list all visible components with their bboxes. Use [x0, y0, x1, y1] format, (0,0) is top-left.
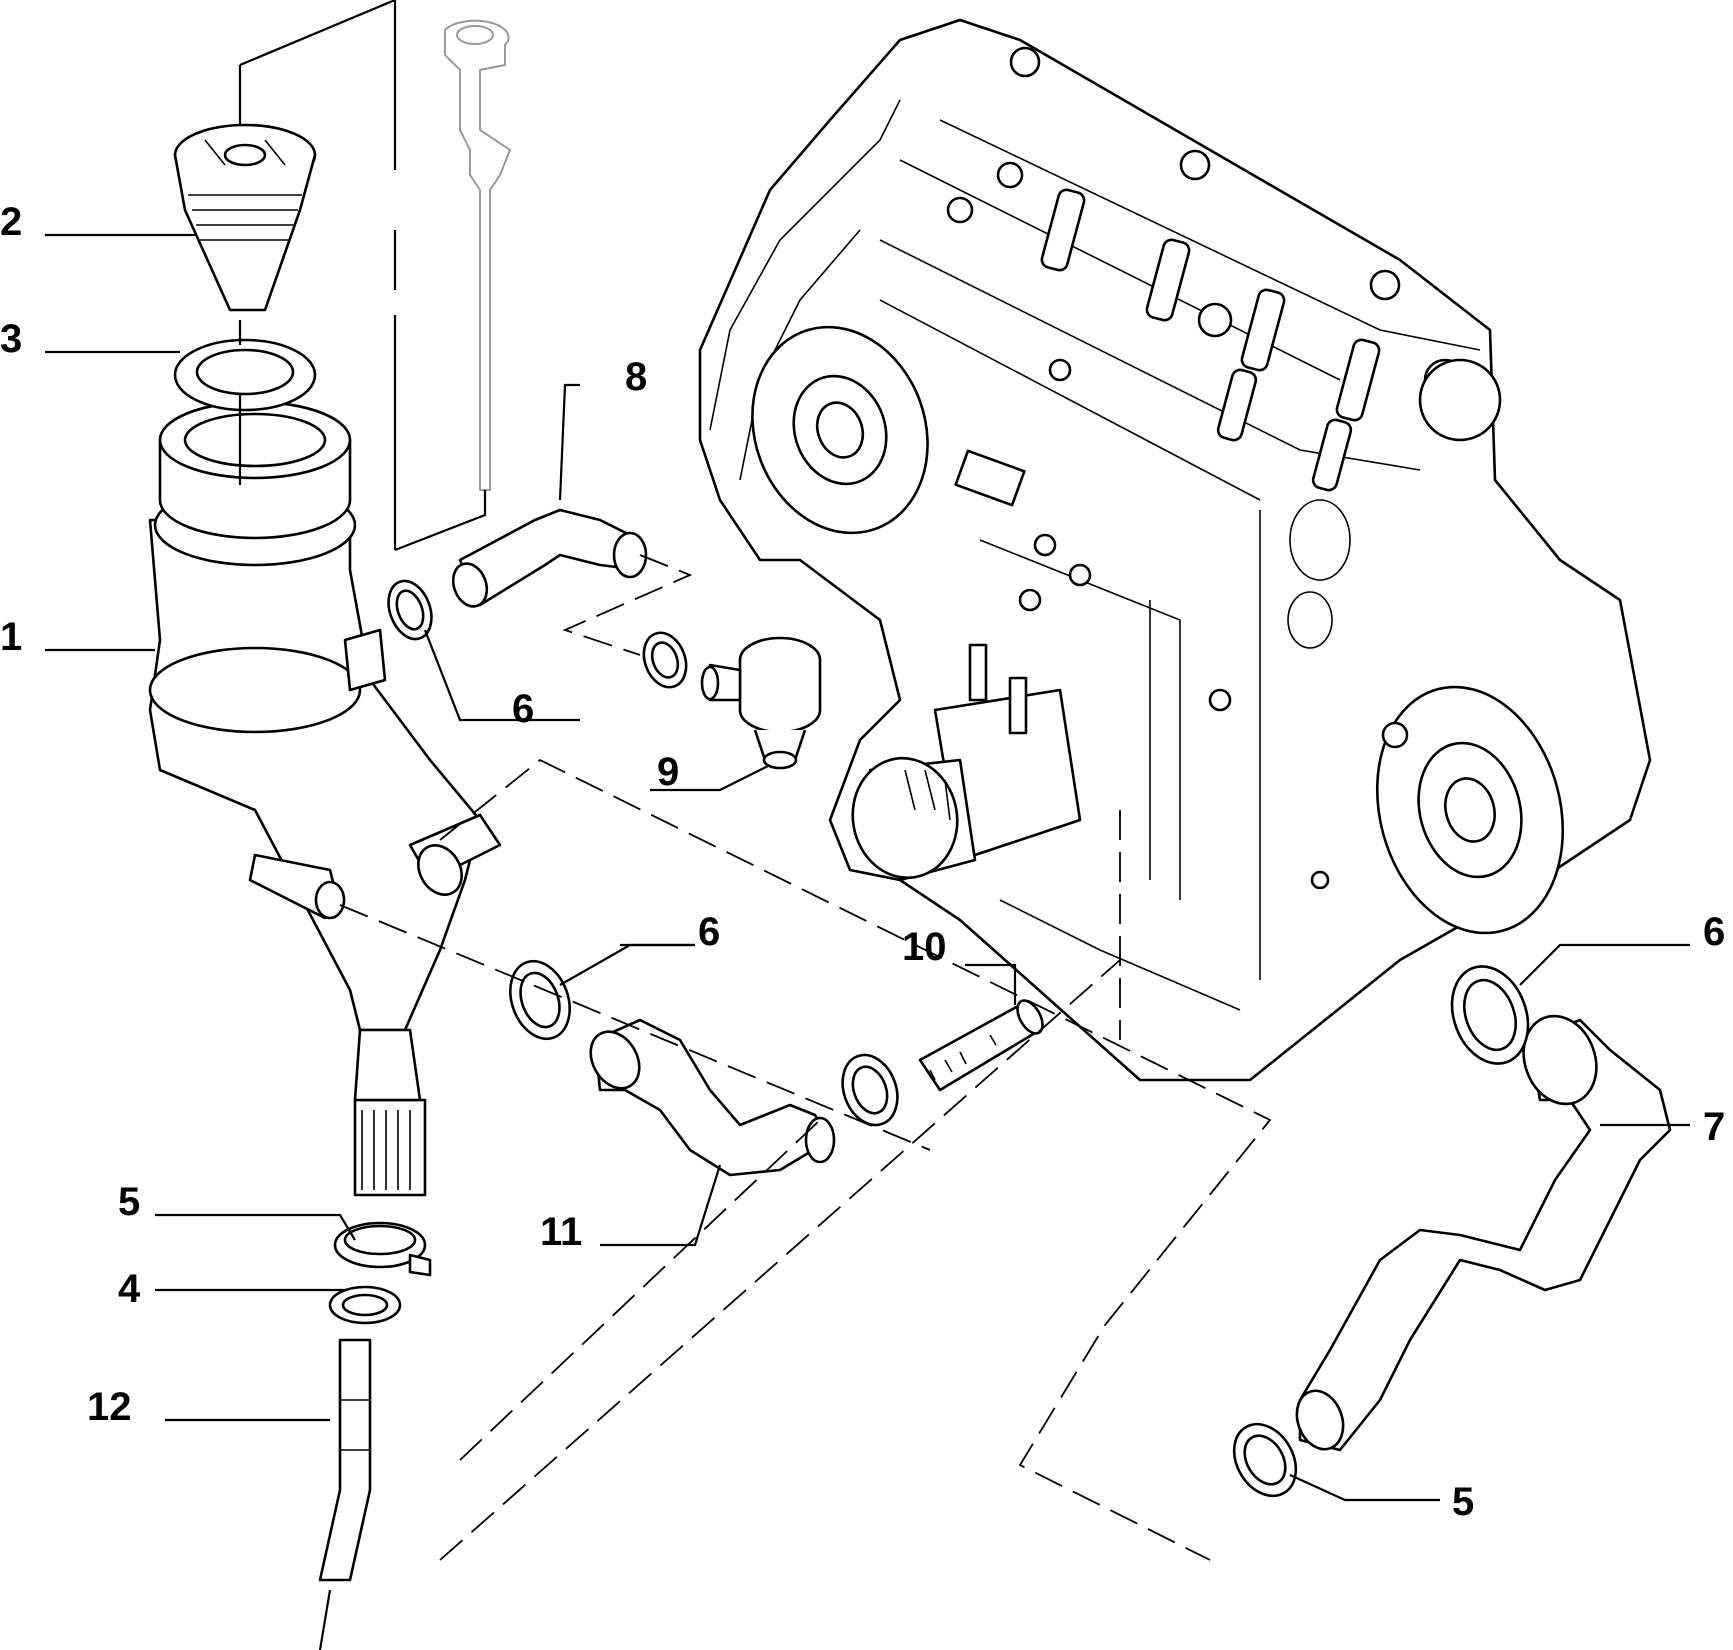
callout-1: 1 [0, 615, 22, 659]
callout-6-right: 6 [1703, 910, 1725, 954]
clamp-6-b [642, 631, 688, 689]
callout-4: 4 [118, 1267, 141, 1311]
clamp-6-a [387, 579, 433, 641]
connector-10 [918, 999, 1044, 1092]
callout-5-left: 5 [118, 1180, 140, 1224]
hose-8 [451, 508, 648, 608]
leader-lines [45, 0, 1690, 1650]
callout-11: 11 [540, 1210, 582, 1254]
clamp-5-b [1232, 1422, 1298, 1498]
engine-block [698, 18, 1652, 1082]
filler-cap [173, 123, 317, 312]
clamp-5-a [333, 1221, 432, 1277]
valve-9 [700, 636, 822, 770]
callout-9: 9 [657, 750, 679, 794]
clamp-6-e [1450, 965, 1530, 1065]
washer-4 [328, 1285, 402, 1325]
callout-6-top: 6 [512, 687, 534, 731]
clamp-6-c [509, 959, 571, 1041]
callout-5-right: 5 [1452, 1480, 1474, 1524]
clamp-6-d [841, 1053, 899, 1127]
callout-10: 10 [902, 925, 947, 969]
seal-ring [173, 338, 317, 412]
dipstick [444, 19, 512, 491]
callout-12: 12 [87, 1385, 132, 1429]
routing-dashes [339, 554, 1272, 1561]
callout-7: 7 [1703, 1105, 1725, 1149]
callout-labels: 1 2 3 4 5 5 6 6 6 7 8 9 10 11 12 [0, 200, 1725, 1524]
callout-3: 3 [0, 317, 22, 361]
callout-8: 8 [625, 355, 647, 399]
tube-12 [318, 1338, 372, 1582]
callout-6-middle: 6 [698, 910, 720, 954]
hose-11 [589, 1018, 836, 1177]
oil-filler-funnel [148, 400, 502, 1197]
hose-7 [1295, 1014, 1672, 1452]
callout-2: 2 [0, 200, 22, 244]
